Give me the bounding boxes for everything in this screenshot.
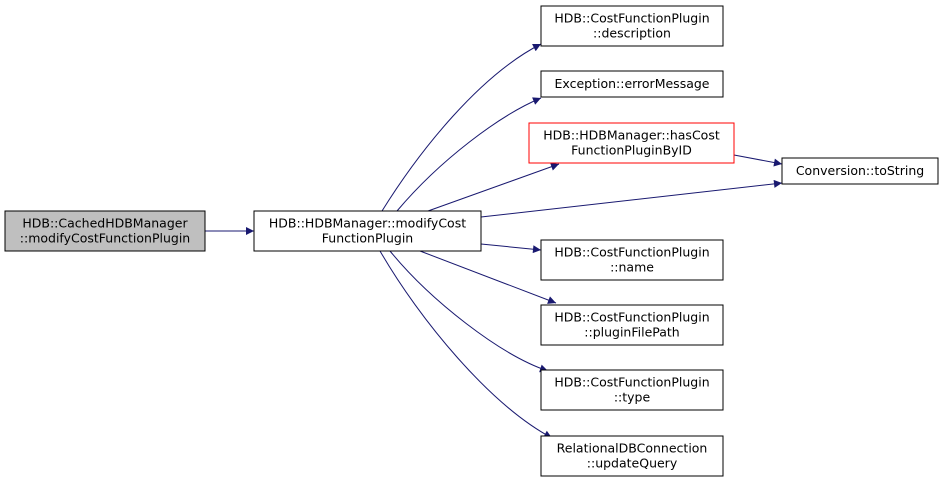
node-tostring[interactable]: Conversion::toString: [781, 157, 939, 185]
node-box-description: [540, 5, 724, 47]
edges-layer: [205, 43, 783, 439]
node-box-name: [540, 239, 724, 281]
node-label-type-line-1: HDB::CostFunctionPlugin: [554, 375, 709, 390]
node-label-root-line-1: HDB::CachedHDBManager: [22, 216, 188, 231]
edge-modify-to-updatequery: [379, 250, 553, 439]
node-label-hascost-line-1: HDB::HDBManager::hasCost: [543, 128, 720, 143]
edge-modify-to-pluginfilepath: [419, 250, 557, 304]
edge-modify-to-type: [389, 250, 549, 373]
edge-modify-to-hascost: [427, 162, 560, 212]
node-label-modify-line-2: FunctionPlugin: [322, 231, 413, 246]
node-label-updatequery-line-2: ::updateQuery: [587, 456, 678, 471]
node-pluginfilepath[interactable]: HDB::CostFunctionPlugin::pluginFilePath: [540, 304, 724, 346]
nodes-layer: HDB::CachedHDBManager::modifyCostFunctio…: [4, 5, 939, 477]
node-errormessage[interactable]: Exception::errorMessage: [540, 70, 724, 98]
node-box-hascost: [528, 122, 735, 164]
node-label-description-line-1: HDB::CostFunctionPlugin: [554, 11, 709, 26]
node-label-name-line-1: HDB::CostFunctionPlugin: [554, 245, 709, 260]
node-box-updatequery: [540, 435, 724, 477]
node-hascost[interactable]: HDB::HDBManager::hasCostFunctionPluginBy…: [528, 122, 735, 164]
node-label-tostring-line-1: Conversion::toString: [796, 163, 924, 178]
node-label-description-line-2: ::description: [593, 26, 671, 41]
edge-modify-to-tostring: [480, 179, 783, 218]
node-box-errormessage: [540, 70, 724, 98]
node-box-pluginfilepath: [540, 304, 724, 346]
node-label-type-line-2: ::type: [614, 390, 651, 405]
node-box-tostring: [781, 157, 939, 185]
node-label-updatequery-line-1: RelationalDBConnection: [557, 441, 708, 456]
node-root[interactable]: HDB::CachedHDBManager::modifyCostFunctio…: [4, 210, 206, 252]
node-label-root-line-2: ::modifyCostFunctionPlugin: [20, 231, 190, 246]
node-label-pluginfilepath-line-2: ::pluginFilePath: [584, 325, 679, 340]
node-box-root: [4, 210, 206, 252]
node-box-type: [540, 369, 724, 411]
node-modify[interactable]: HDB::HDBManager::modifyCostFunctionPlugi…: [253, 210, 482, 252]
node-label-errormessage-line-1: Exception::errorMessage: [555, 76, 710, 91]
edge-modify-to-errormessage: [396, 97, 542, 212]
node-updatequery[interactable]: RelationalDBConnection::updateQuery: [540, 435, 724, 477]
node-description[interactable]: HDB::CostFunctionPlugin::description: [540, 5, 724, 47]
edge-modify-to-description: [381, 43, 542, 212]
node-label-hascost-line-2: FunctionPluginByID: [571, 143, 692, 158]
node-label-modify-line-1: HDB::HDBManager::modifyCost: [269, 216, 466, 231]
edge-modify-to-name: [480, 243, 542, 254]
node-type[interactable]: HDB::CostFunctionPlugin::type: [540, 369, 724, 411]
node-label-pluginfilepath-line-1: HDB::CostFunctionPlugin: [554, 310, 709, 325]
node-label-name-line-2: ::name: [610, 260, 654, 275]
node-box-modify: [253, 210, 482, 252]
edge-hascost-to-tostring: [733, 154, 783, 167]
node-name[interactable]: HDB::CostFunctionPlugin::name: [540, 239, 724, 281]
